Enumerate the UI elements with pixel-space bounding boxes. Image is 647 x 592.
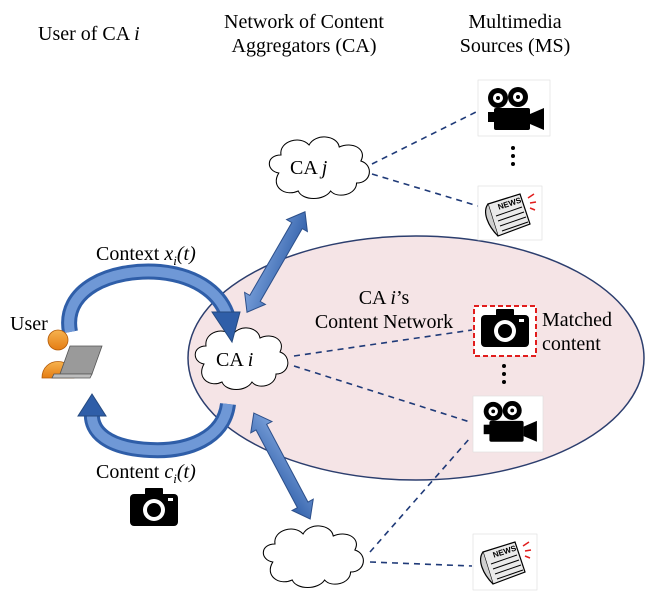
- context-math: x: [164, 243, 174, 265]
- content-network-suffix: ’s: [395, 287, 410, 309]
- camera-icon: [130, 488, 178, 526]
- ca-bottom-cloud: [262, 525, 364, 589]
- ca-i-var: i: [247, 349, 254, 371]
- matched-line2: content: [542, 333, 601, 355]
- header-user-var: i: [134, 23, 140, 45]
- context-label: Context xi(t): [96, 242, 196, 273]
- arrow-ca-i-to-ca-bottom: [250, 412, 314, 520]
- header-sources-line1: Multimedia: [468, 11, 562, 33]
- header-network: Network of Content Aggregators (CA): [214, 10, 394, 58]
- context-sub: i: [173, 253, 177, 268]
- matched-line1: Matched: [542, 309, 612, 331]
- ca-i-text: CA: [216, 349, 243, 371]
- dashed-links: [293, 109, 481, 567]
- context-arg: (t): [176, 243, 196, 265]
- header-sources-line2: Sources (MS): [459, 35, 571, 57]
- content-network-line1: CA i’s: [304, 286, 464, 310]
- context-text: Context: [96, 243, 165, 265]
- header-user-of-ca: User of CA i: [38, 22, 140, 46]
- ca-j-var: j: [321, 157, 328, 179]
- ca-j-text: CA: [290, 157, 317, 179]
- ca-j-label: CA j: [290, 156, 327, 180]
- content-math: c: [164, 461, 174, 483]
- arrow-ca-i-to-ca-j: [243, 211, 309, 313]
- content-label: Content ci(t): [96, 460, 196, 491]
- matched-content-label: Matched content: [542, 308, 612, 356]
- content-network-var: i: [390, 287, 396, 309]
- header-sources: Multimedia Sources (MS): [448, 10, 582, 58]
- content-network-label: CA i’s Content Network: [304, 286, 464, 334]
- context-arrow: [61, 263, 241, 344]
- content-arg: (t): [176, 461, 196, 483]
- content-network-line2: Content Network: [314, 311, 454, 333]
- content-network-prefix: CA: [358, 287, 391, 309]
- ca-i-label: CA i: [216, 348, 253, 372]
- header-network-line1: Network of Content: [224, 11, 384, 33]
- user-label: User: [10, 313, 48, 335]
- header-user-text: User of CA: [38, 23, 130, 45]
- content-text: Content: [96, 461, 165, 483]
- header-network-line2: Aggregators (CA): [231, 35, 377, 57]
- user-laptop-icon: [41, 329, 103, 379]
- content-sub: i: [173, 471, 177, 486]
- content-arrow: [77, 393, 236, 459]
